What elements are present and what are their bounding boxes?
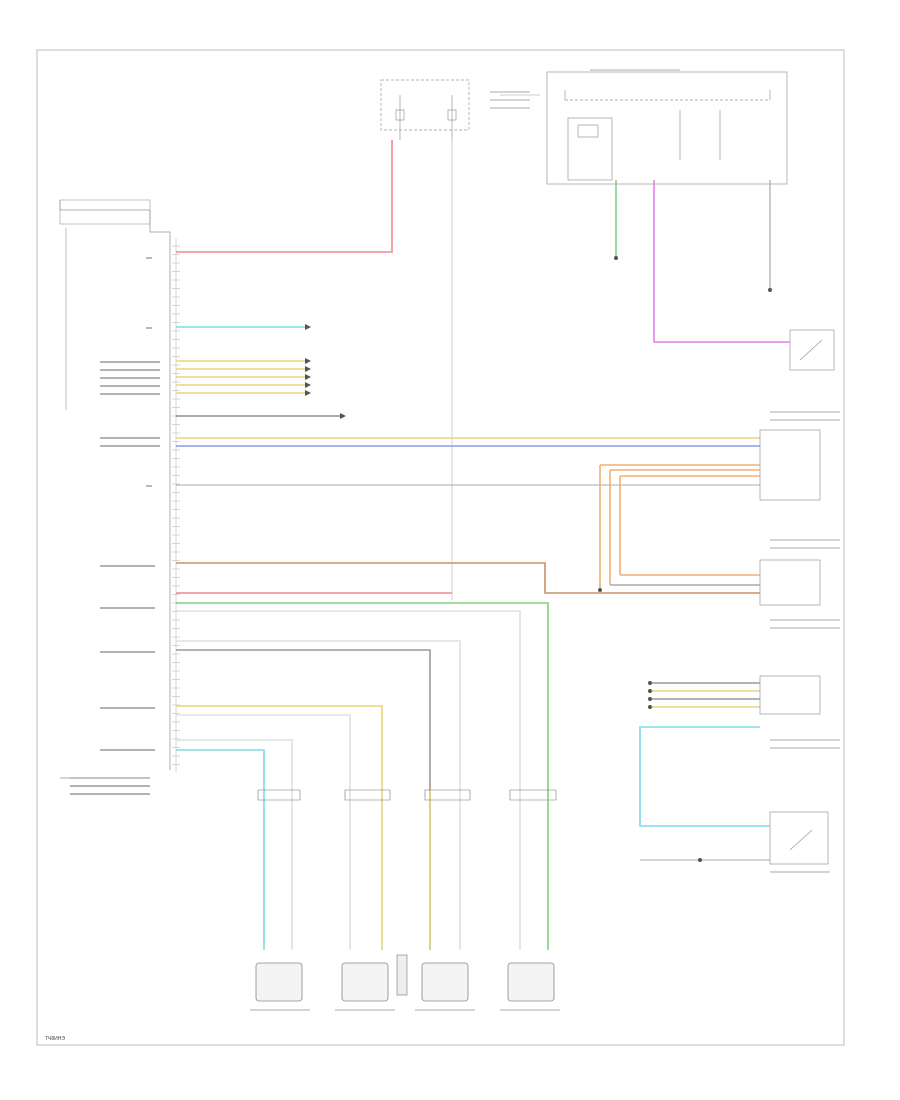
sensor-left-front [421, 962, 469, 1002]
brake-pedal-module-connector [759, 429, 821, 501]
footer-code: ТЧ8ИНЭ [45, 1036, 65, 1042]
right-connectors [759, 329, 835, 865]
wires [176, 140, 790, 950]
inline-connectors [257, 789, 557, 996]
engine-control-module [59, 199, 177, 772]
sensor-right-front [507, 962, 555, 1002]
wire-green [176, 602, 549, 950]
diagram-frame [36, 49, 845, 1046]
left-pin-labels [70, 257, 160, 795]
illegible-labels [60, 69, 840, 1011]
instrument-panel-cluster [546, 71, 788, 185]
connector-points [305, 256, 772, 862]
wheel-speed-sensors [255, 962, 555, 1002]
steering-angle-sensor-connector [759, 559, 821, 606]
body-module-connector [759, 675, 821, 715]
wire-cyan-pedal [639, 726, 770, 827]
wire-red-feed [176, 140, 393, 253]
sensor-right-rear [341, 962, 389, 1002]
sensor-left-rear [255, 962, 303, 1002]
wire-cyan-sensor [176, 749, 265, 950]
brake-switch [789, 329, 835, 371]
fuse-block [380, 79, 540, 140]
wire-magenta [653, 180, 790, 343]
park-brake-switch [769, 811, 829, 865]
wire-brown [176, 562, 760, 594]
wire-yellow-sensor [176, 705, 383, 950]
